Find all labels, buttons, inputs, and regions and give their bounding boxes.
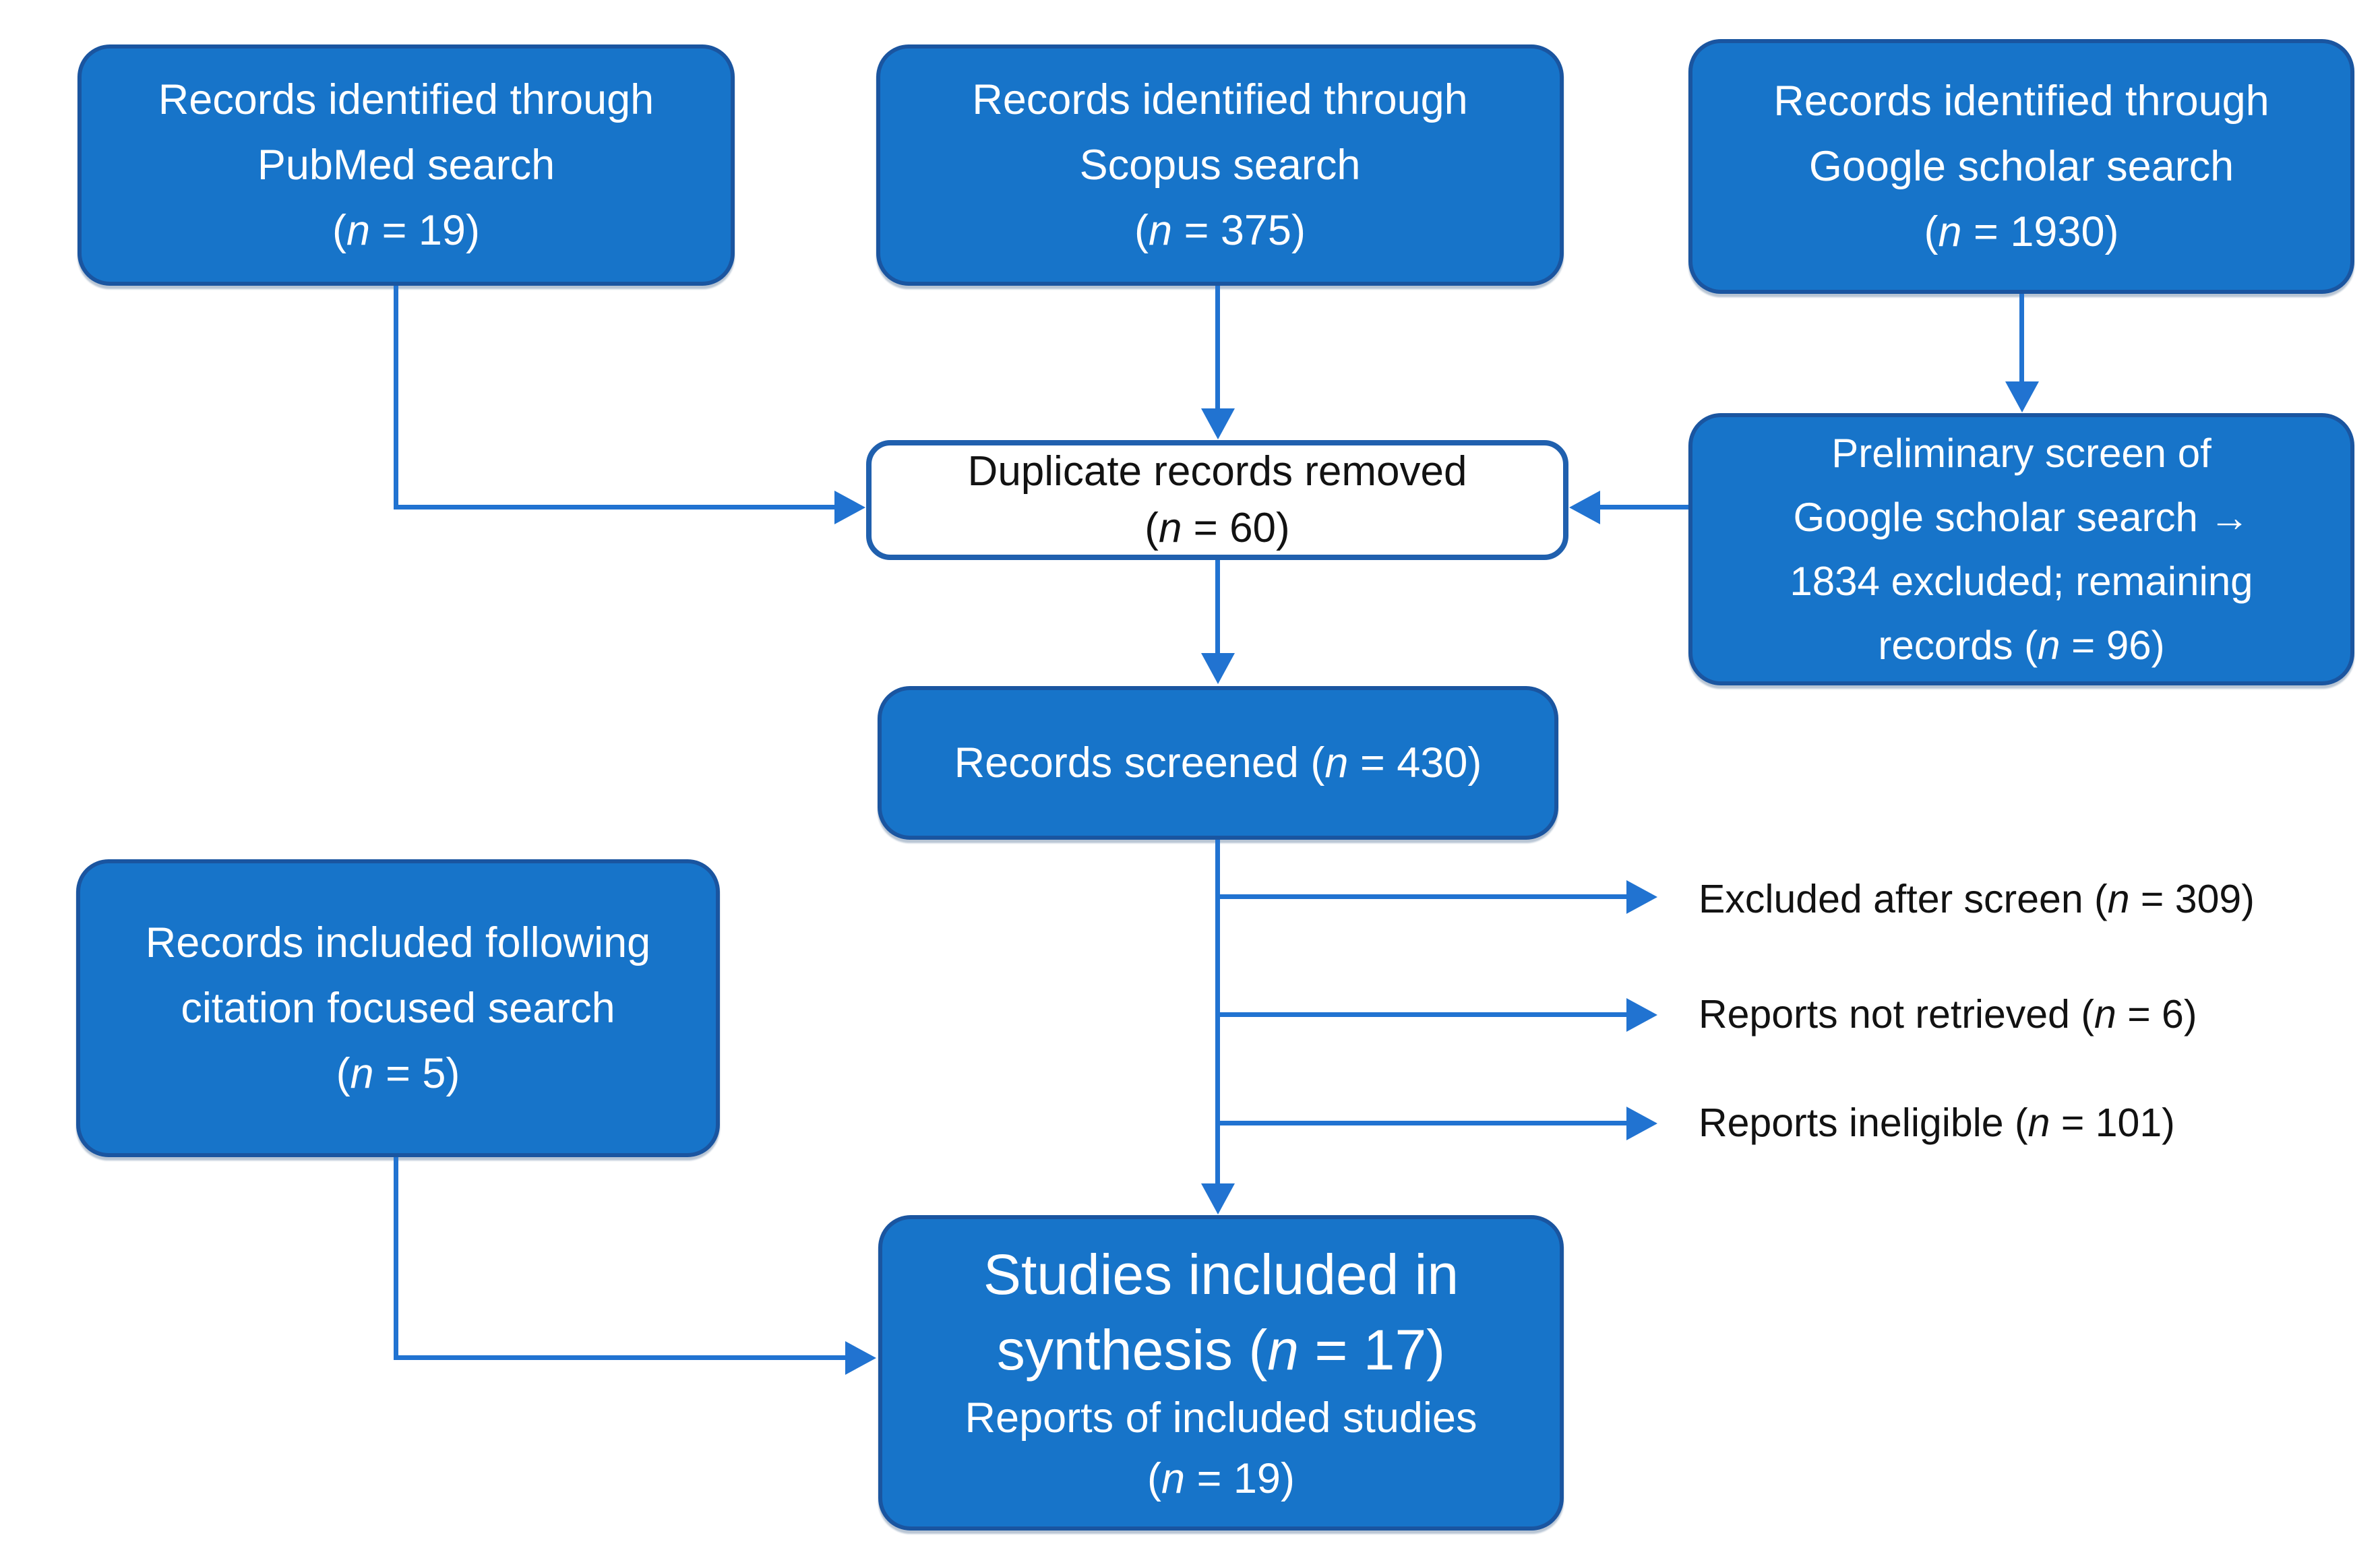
box-duplicates-removed: Duplicate records removed (n = 60) (866, 440, 1568, 560)
connector-branch-ineligible (1217, 1121, 1628, 1125)
box-text-line: Studies included in (983, 1243, 1459, 1306)
box-text-line: Records identified through (158, 75, 654, 123)
arrow-right-icon (1626, 880, 1657, 914)
box-citation-search: Records included following citation focu… (76, 859, 720, 1157)
connector-scopus-to-duplicate (1215, 286, 1220, 411)
box-text-line: (n = 19) (1147, 1455, 1295, 1502)
arrow-right-icon (834, 491, 865, 524)
arrow-left-icon (1569, 491, 1600, 524)
arrow-right-icon (845, 1341, 876, 1375)
arrow-right-icon (1626, 998, 1657, 1032)
box-studies-included: Studies included in synthesis (n = 17) R… (878, 1215, 1564, 1531)
connector-pubmed-horizontal (394, 505, 836, 509)
box-scopus-records: Records identified through Scopus search… (876, 44, 1564, 286)
box-pubmed-records: Records identified through PubMed search… (78, 44, 735, 286)
arrow-right-icon (1626, 1107, 1657, 1140)
box-preliminary-screen: Preliminary screen of Google scholar sea… (1688, 413, 2354, 685)
arrow-down-icon (1201, 653, 1235, 684)
connector-pubmed-vertical (394, 286, 398, 509)
box-text-line: 1834 excluded; remaining (1790, 559, 2253, 604)
box-text-line: (n = 60) (1145, 505, 1290, 551)
box-text-line: Records identified through (1773, 77, 2269, 125)
box-text-line: synthesis (n = 17) (996, 1318, 1446, 1382)
arrow-down-icon (2005, 381, 2039, 412)
label-excluded-after-screen: Excluded after screen (n = 309) (1699, 877, 2255, 921)
box-text-line: Preliminary screen of (1831, 431, 2211, 476)
box-text-line: (n = 1930) (1924, 208, 2119, 255)
box-text-line: Google scholar search (1808, 142, 2234, 190)
connector-duplicate-to-screened (1215, 560, 1220, 656)
arrow-down-icon (1201, 408, 1235, 439)
connector-branch-not-retrieved (1217, 1012, 1628, 1017)
box-text-line: Google scholar search → (1793, 495, 2250, 540)
label-reports-not-retrieved: Reports not retrieved (n = 6) (1699, 992, 2197, 1037)
connector-preliminary-to-duplicate (1599, 505, 1688, 509)
connector-citation-horizontal (394, 1355, 847, 1360)
box-text-line: PubMed search (257, 141, 555, 189)
box-text-line: Duplicate records removed (967, 448, 1467, 495)
box-text-line: (n = 19) (332, 206, 480, 254)
arrow-down-icon (1201, 1183, 1235, 1214)
box-google-scholar-records: Records identified through Google schola… (1688, 39, 2354, 294)
label-reports-ineligible: Reports ineligible (n = 101) (1699, 1101, 2175, 1145)
box-text-line: Reports of included studies (965, 1394, 1477, 1442)
box-text-line: Records screened (n = 430) (954, 739, 1482, 786)
box-records-screened: Records screened (n = 430) (878, 686, 1558, 840)
connector-google-to-preliminary (2019, 294, 2024, 384)
connector-citation-vertical (394, 1157, 398, 1358)
box-text-line: records (n = 96) (1878, 623, 2165, 668)
box-text-line: (n = 375) (1134, 206, 1306, 254)
box-text-line: (n = 5) (336, 1049, 460, 1097)
connector-branch-excluded (1217, 894, 1628, 899)
box-text-line: Records identified through (972, 75, 1468, 123)
box-text-line: Scopus search (1079, 141, 1361, 189)
box-text-line: Records included following (145, 919, 651, 966)
box-text-line: citation focused search (181, 984, 615, 1032)
